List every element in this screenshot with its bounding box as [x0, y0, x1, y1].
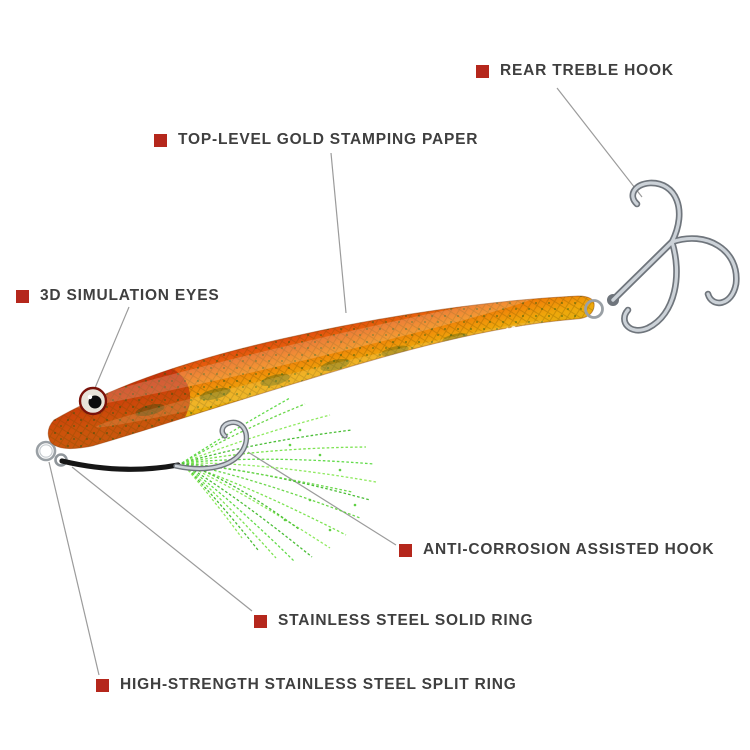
callout-rear-treble-hook: REAR TREBLE HOOK — [476, 62, 674, 80]
callout-3d-simulation-eyes: 3D SIMULATION EYES — [16, 287, 219, 305]
callout-label: STAINLESS STEEL SOLID RING — [278, 612, 534, 629]
treble-hook — [609, 179, 740, 334]
callout-marker — [476, 64, 489, 78]
flash-skirt — [181, 397, 377, 562]
callout-label: HIGH-STRENGTH STAINLESS STEEL SPLIT RING — [120, 676, 517, 693]
callout-stainless-steel-solid-ring: STAINLESS STEEL SOLID RING — [254, 612, 533, 630]
callout-marker — [254, 614, 267, 628]
callout-marker — [96, 678, 109, 692]
callout-label: 3D SIMULATION EYES — [40, 287, 220, 304]
3d-eye — [78, 386, 108, 416]
callout-label: ANTI-CORROSION ASSISTED HOOK — [423, 541, 715, 558]
split-ring — [35, 440, 57, 462]
tail-split-ring — [584, 299, 604, 319]
split-ring-inner-wire — [39, 444, 53, 458]
leader-line-rear-treble-hook — [556, 87, 643, 198]
leader-line-3d-eyes — [94, 306, 130, 389]
callout-marker — [154, 133, 167, 147]
assist-cord — [59, 458, 181, 472]
callout-anti-corrosion-assisted-hook: ANTI-CORROSION ASSISTED HOOK — [399, 541, 714, 559]
callout-marker — [399, 543, 412, 557]
callout-label: TOP-LEVEL GOLD STAMPING PAPER — [178, 131, 479, 148]
leader-line-split-ring — [48, 461, 100, 676]
weight-marking: 40g — [503, 322, 527, 339]
assist-hook — [173, 419, 250, 472]
callout-high-strength-split-ring: HIGH-STRENGTH STAINLESS STEEL SPLIT RING — [96, 676, 517, 694]
callout-gold-stamping-paper: TOP-LEVEL GOLD STAMPING PAPER — [154, 131, 478, 149]
treble-hook-assembly — [584, 179, 740, 334]
leader-line-solid-ring — [71, 466, 253, 612]
leader-line-gold-stamping-paper — [330, 152, 347, 314]
assist-hook-assembly — [59, 397, 377, 562]
callout-marker — [16, 289, 29, 303]
callout-label: REAR TREBLE HOOK — [500, 62, 674, 79]
